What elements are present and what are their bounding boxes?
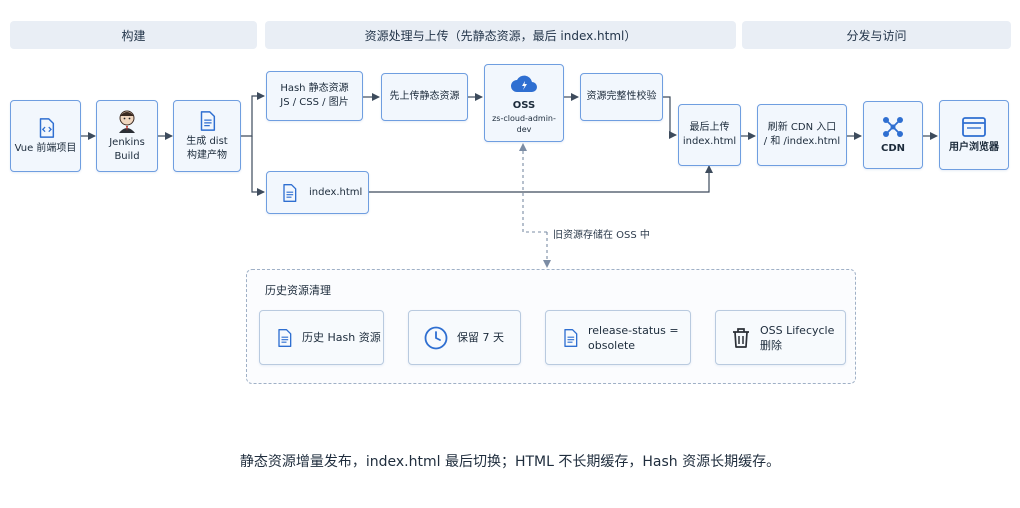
upload-last-line2: index.html — [682, 136, 737, 147]
dist-label-line1: 生成 dist — [186, 135, 228, 147]
oss-lifecycle-line1: OSS Lifecycle — [760, 323, 835, 337]
jenkins-label-line1: Jenkins — [109, 136, 145, 148]
oss-lifecycle-line2: 删除 — [760, 338, 782, 352]
browser-node: 用户浏览器 — [939, 100, 1009, 170]
upload-static-node: 先上传静态资源 — [381, 73, 468, 121]
code-file-icon — [39, 117, 54, 138]
oss-lifecycle-node: OSS Lifecycle 删除 — [715, 310, 846, 365]
refresh-cdn-line2: / 和 /index.html — [763, 136, 841, 147]
release-status-line2: obsolete — [588, 338, 636, 352]
refresh-cdn-node: 刷新 CDN 入口 / 和 /index.html — [757, 104, 847, 166]
dist-node: 生成 dist 构建产物 — [173, 100, 241, 172]
integrity-check-label: 资源完整性校验 — [586, 91, 657, 102]
cdn-label: CDN — [880, 142, 905, 154]
cleanup-title: 历史资源清理 — [265, 284, 331, 297]
dist-label-line2: 构建产物 — [187, 149, 227, 161]
header-distribute: 分发与访问 — [742, 21, 1011, 49]
history-hash-node: 历史 Hash 资源 — [259, 310, 384, 365]
retain-label: 保留 7 天 — [457, 331, 504, 344]
oss-bucket-name: zs-cloud-admin-dev — [492, 113, 556, 134]
header-process: 资源处理与上传（先静态资源，最后 index.html） — [265, 21, 736, 49]
upload-static-label: 先上传静态资源 — [389, 91, 460, 102]
network-icon — [883, 116, 903, 137]
upload-last-node: 最后上传 index.html — [678, 104, 741, 166]
footer-caption: 静态资源增量发布，index.html 最后切换；HTML 不长期缓存，Hash… — [239, 454, 781, 470]
jenkins-label-line2: Build — [114, 150, 140, 162]
history-hash-label: 历史 Hash 资源 — [302, 331, 381, 344]
refresh-cdn-line1: 刷新 CDN 入口 — [767, 122, 837, 133]
browser-label: 用户浏览器 — [949, 141, 999, 153]
old-assets-note: 旧资源存储在 OSS 中 — [553, 230, 650, 241]
document-icon — [283, 183, 297, 202]
retain-node: 保留 7 天 — [408, 310, 521, 365]
browser-window-icon — [962, 116, 986, 137]
vue-project-label: Vue 前端项目 — [14, 142, 77, 154]
oss-title: OSS — [512, 99, 536, 111]
cdn-node: CDN — [863, 101, 923, 169]
oss-node: OSS zs-cloud-admin-dev — [484, 64, 564, 142]
hash-assets-line1: Hash 静态资源 — [280, 83, 349, 94]
jenkins-node: Jenkins Build — [96, 100, 158, 172]
header-build: 构建 — [10, 21, 257, 49]
clock-icon — [424, 326, 448, 349]
release-status-node: release-status = obsolete — [545, 310, 691, 365]
release-status-line1: release-status = — [588, 323, 679, 337]
document-icon — [564, 328, 578, 347]
document-icon — [278, 328, 292, 347]
upload-last-line1: 最后上传 — [689, 122, 730, 133]
trash-icon — [733, 327, 749, 348]
cloud-upload-icon — [511, 75, 537, 92]
jenkins-logo-icon — [119, 110, 135, 133]
vue-project-node: Vue 前端项目 — [10, 100, 81, 172]
index-html-node: index.html — [266, 171, 369, 214]
document-icon — [200, 110, 216, 131]
hash-assets-node: Hash 静态资源 JS / CSS / 图片 — [266, 71, 363, 121]
index-html-label: index.html — [309, 186, 363, 198]
integrity-check-node: 资源完整性校验 — [580, 73, 663, 121]
hash-assets-line2: JS / CSS / 图片 — [280, 97, 349, 108]
